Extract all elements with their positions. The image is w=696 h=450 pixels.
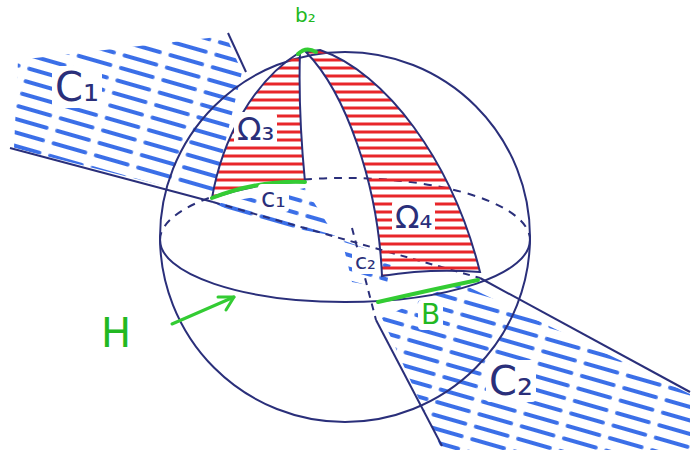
- pole-label: b₂: [292, 4, 319, 26]
- boundary-arc: [378, 280, 478, 302]
- plane-hatch: [14, 36, 242, 198]
- pole-mark: [298, 49, 316, 54]
- plane-cut: [352, 228, 376, 320]
- leader-arrow: [172, 297, 234, 324]
- region-label: Ω₃: [234, 112, 277, 146]
- disk-label: c₂: [352, 250, 379, 274]
- plane-edge: [10, 148, 213, 202]
- disk-label: c₁: [258, 184, 289, 212]
- region-hatch: [306, 50, 480, 276]
- region-label: Ω₄: [392, 200, 435, 234]
- plane-edge: [376, 320, 442, 446]
- arc-label: B: [418, 300, 443, 330]
- arrow-head: [218, 297, 234, 310]
- plane-label: C₂: [486, 360, 536, 402]
- plane-edge: [228, 33, 246, 72]
- plane-label: C₁: [52, 66, 102, 108]
- sphere-label: H: [98, 312, 134, 354]
- region-hatch: [212, 52, 305, 198]
